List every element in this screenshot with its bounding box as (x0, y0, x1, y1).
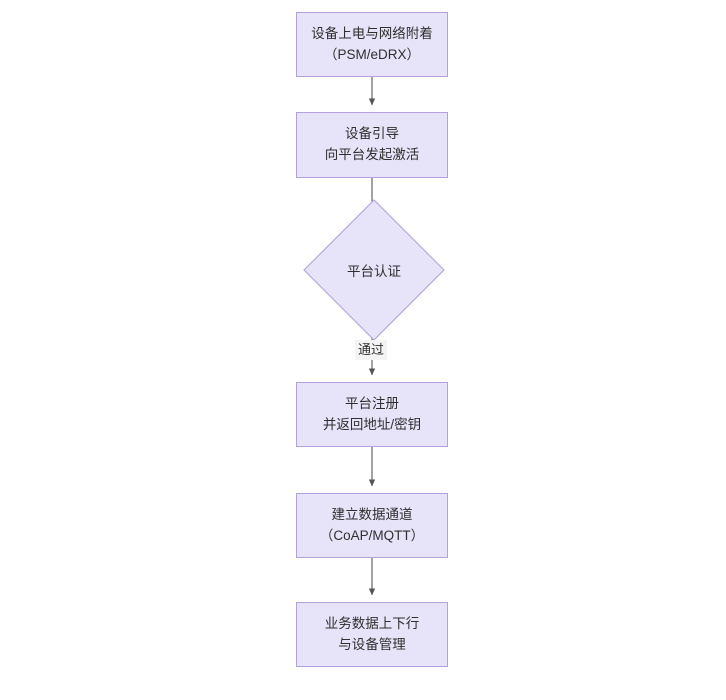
node-line-2: 与设备管理 (338, 636, 406, 652)
node-line-1: 设备引导 (345, 126, 399, 142)
node-device-bootstrap[interactable]: 设备引导 向平台发起激活 (296, 112, 448, 178)
edge-label-text: 通过 (358, 342, 385, 357)
node-line-2: 向平台发起激活 (324, 147, 420, 162)
node-line-1: 业务数据上下行 (324, 615, 420, 631)
node-line-1: 平台注册 (345, 395, 399, 411)
node-line-1: 设备上电与网络附着 (311, 25, 433, 41)
decision-text: 平台认证 (347, 264, 401, 279)
node-line-1: 建立数据通道 (331, 506, 413, 522)
node-business-data-and-management[interactable]: 业务数据上下行 与设备管理 (296, 602, 448, 667)
node-establish-data-channel[interactable]: 建立数据通道 （CoAP/MQTT） (296, 493, 448, 558)
node-line-2: （PSM/eDRX） (323, 46, 421, 62)
node-platform-register[interactable]: 平台注册 并返回地址/密钥 (296, 382, 448, 447)
node-platform-auth-label: 平台认证 (324, 220, 424, 320)
node-line-2: （CoAP/MQTT） (319, 527, 425, 543)
node-line-2: 并返回地址/密钥 (322, 416, 422, 432)
edge-label-pass: 通过 (355, 340, 388, 360)
node-device-power-on[interactable]: 设备上电与网络附着 （PSM/eDRX） (296, 12, 448, 77)
